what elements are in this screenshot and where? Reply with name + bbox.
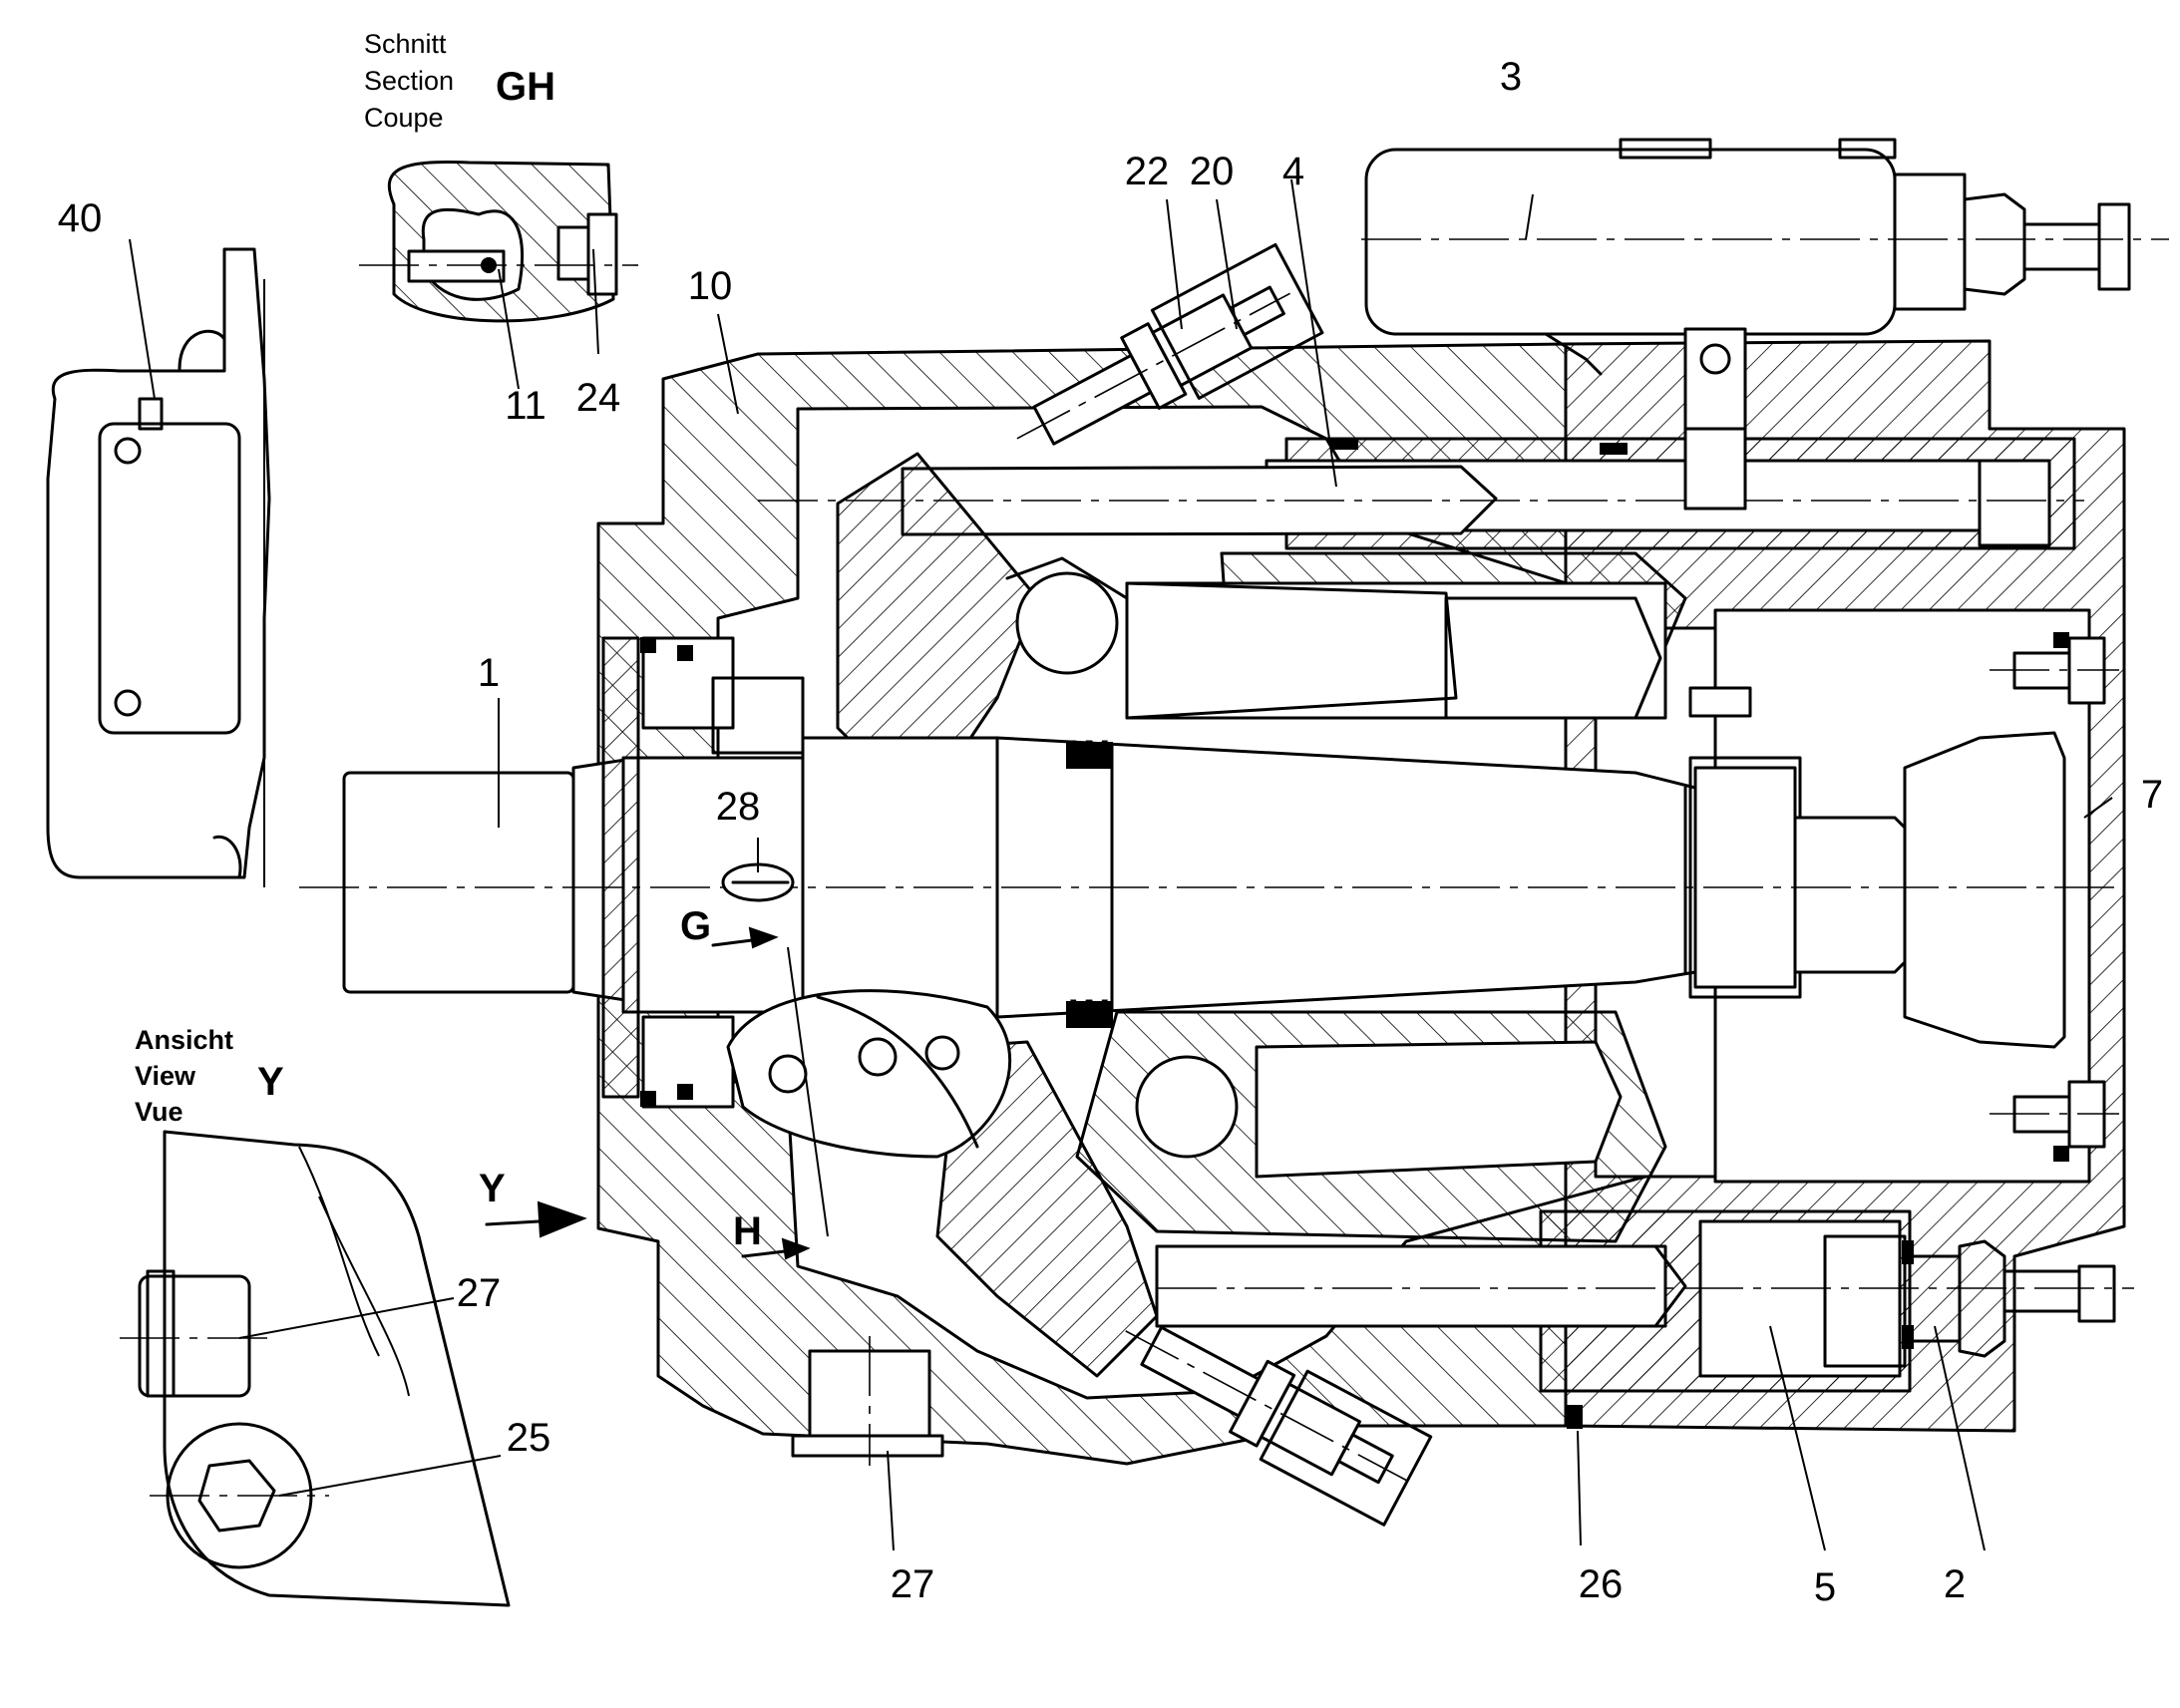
- callout-11: 11: [505, 384, 546, 428]
- leader-lines: [129, 178, 2113, 1551]
- callout-20: 20: [1190, 150, 1235, 193]
- callout-26: 26: [1579, 1562, 1624, 1606]
- cradle-top: [836, 452, 1687, 770]
- view-y-label: Ansicht View Vue Y: [135, 1025, 284, 1127]
- callout-40: 40: [58, 196, 103, 240]
- callout-3: 3: [1500, 55, 1522, 99]
- callout-5: 5: [1814, 1565, 1836, 1609]
- callout-22: 22: [1125, 150, 1170, 193]
- callout-2: 2: [1944, 1562, 1966, 1606]
- cover-bolts: [1688, 632, 2119, 1162]
- spring-mark-top: W: [1070, 733, 1108, 777]
- pin-assembly-28: [721, 862, 1012, 1159]
- callout-10: 10: [688, 264, 733, 308]
- section-gh-label: Schnitt Section Coupe GH: [364, 29, 555, 133]
- section-label-line3: Coupe: [364, 103, 444, 133]
- callout-25: 25: [507, 1416, 551, 1460]
- section-label-line1: Schnitt: [364, 29, 447, 59]
- spring-mark-bottom: W: [1070, 992, 1108, 1036]
- section-gh-detail: [359, 161, 638, 323]
- section-mark-g: G: [680, 904, 711, 948]
- seal-ring-26: [1567, 1405, 1583, 1429]
- view-label-line3: Vue: [135, 1097, 183, 1127]
- callout-7: 7: [2141, 773, 2163, 817]
- section-label-line2: Section: [364, 66, 454, 96]
- solenoid-3: [1361, 138, 2169, 511]
- view-label-line2: View: [135, 1061, 196, 1091]
- drive-shaft-1: W W: [299, 731, 2114, 1049]
- callout-1: 1: [478, 651, 500, 695]
- view-mark-y: Y: [479, 1167, 506, 1210]
- stop-screw-bottom: [1125, 1325, 1433, 1527]
- callout-27-bottom: 27: [891, 1562, 935, 1606]
- cylinder-block-lower: [935, 1010, 1667, 1378]
- front-bearing: [601, 636, 805, 1109]
- stop-screw-top: [1016, 242, 1324, 446]
- section-arrows: [485, 926, 829, 1260]
- section-mark-h: H: [733, 1209, 762, 1253]
- callout-28: 28: [716, 785, 761, 829]
- callout-27-view: 27: [457, 1271, 502, 1315]
- section-label-id: GH: [496, 65, 555, 109]
- view-y-detail: [120, 1130, 511, 1607]
- callout-24: 24: [576, 376, 621, 420]
- side-view-40: [46, 247, 271, 887]
- view-label-id: Y: [257, 1060, 284, 1104]
- view-label-line1: Ansicht: [135, 1025, 233, 1055]
- adjustment-piston-5: [1155, 1209, 2134, 1393]
- plug-27-bottom: [791, 1336, 944, 1466]
- callout-4: 4: [1282, 150, 1304, 193]
